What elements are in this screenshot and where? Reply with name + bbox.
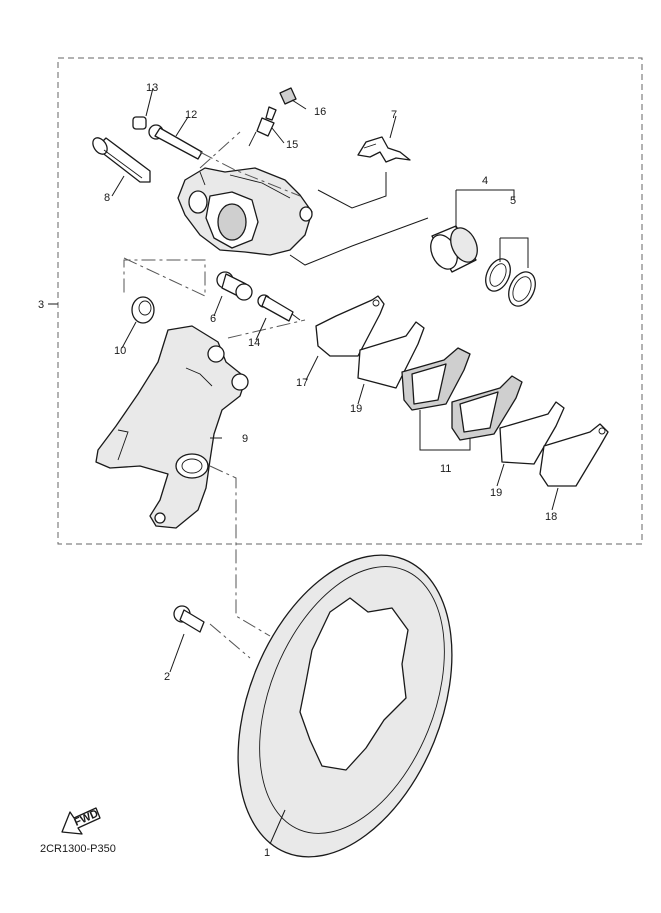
part-19-shim-b — [499, 401, 565, 465]
part-11-pad-a — [401, 347, 471, 411]
label-10: 10 — [114, 345, 126, 357]
label-2: 2 — [164, 671, 170, 683]
part-6-bushing — [216, 271, 253, 301]
diagram-code: 2CR1300-P350 — [40, 843, 116, 855]
part-11-pad-b — [451, 375, 523, 441]
part-12-bolt — [148, 124, 203, 160]
label-6: 6 — [210, 313, 216, 325]
label-16: 16 — [314, 106, 326, 118]
label-7: 7 — [391, 109, 397, 121]
fwd-label: FWD — [72, 808, 100, 829]
caliper-body — [177, 167, 313, 256]
part-15-bleed-screw — [248, 106, 277, 147]
part-17-shim — [315, 295, 385, 357]
leader-lines — [111, 87, 559, 845]
label-4: 4 — [482, 175, 488, 187]
part-18-shim — [539, 423, 609, 487]
part-labels: 13 12 16 15 7 8 4 5 3 6 14 10 17 19 9 11… — [38, 82, 557, 859]
label-13: 13 — [146, 82, 158, 94]
part-7-pad-spring — [357, 136, 411, 163]
label-19a: 19 — [350, 403, 362, 415]
part-19-shim-a — [357, 321, 425, 389]
part-4-piston — [430, 225, 478, 273]
label-11: 11 — [440, 463, 451, 475]
label-14: 14 — [248, 337, 260, 349]
label-12: 12 — [185, 109, 197, 121]
part-8-slide-pin — [92, 137, 151, 183]
label-1: 1 — [264, 847, 270, 859]
label-8: 8 — [104, 192, 110, 204]
label-9: 9 — [242, 433, 248, 445]
label-3: 3 — [38, 299, 44, 311]
part-1-brake-disc — [237, 554, 453, 858]
label-18: 18 — [545, 511, 557, 523]
label-19b: 19 — [490, 487, 502, 499]
part-14-pin — [257, 294, 301, 322]
label-5: 5 — [510, 195, 516, 207]
fwd-arrow-icon: FWD — [61, 807, 101, 835]
part-2-bolt — [173, 605, 205, 633]
label-15: 15 — [286, 139, 298, 151]
part-13-cap — [132, 116, 147, 130]
part-10-boot — [131, 296, 155, 324]
assembly-boundary — [57, 57, 643, 545]
label-17: 17 — [296, 377, 308, 389]
part-9-caliper-bracket — [95, 325, 249, 529]
part-5-seals — [485, 258, 536, 307]
